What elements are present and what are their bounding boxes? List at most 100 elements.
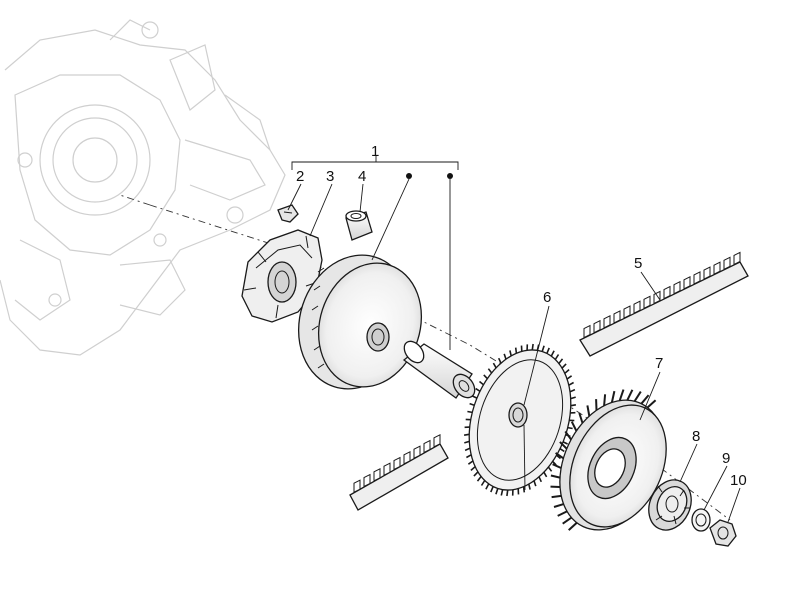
fan-blade	[562, 516, 573, 525]
gear-tooth	[509, 350, 512, 357]
callout-7: 7	[655, 355, 663, 372]
part-2-clip	[277, 204, 299, 223]
belt-tooth	[673, 280, 681, 295]
gear-tooth	[495, 488, 499, 495]
fan-blade	[552, 463, 562, 469]
gear-tooth	[476, 476, 482, 482]
belt-tooth	[353, 479, 361, 494]
part-9-washer	[691, 508, 711, 532]
part-5-drive-belt	[349, 251, 749, 511]
fan-blade	[646, 399, 657, 409]
gear-tooth	[568, 381, 574, 386]
gear-tooth	[503, 353, 507, 360]
gear-tooth	[569, 388, 576, 393]
belt-tooth	[433, 433, 441, 448]
gear-tooth	[570, 396, 576, 400]
fan-blade	[557, 510, 568, 517]
gear-tooth	[566, 375, 573, 380]
fan-blade	[633, 391, 642, 402]
gear-tooth	[475, 387, 481, 392]
gear-tooth	[490, 486, 494, 493]
fan-blade	[603, 394, 607, 406]
variator-pulley	[297, 254, 423, 390]
belt-tooth	[413, 445, 421, 460]
fan-blade	[610, 390, 616, 403]
fan-blade	[618, 389, 625, 401]
callout-6: 6	[543, 289, 551, 306]
gear-tooth	[472, 395, 478, 399]
gear-tooth	[485, 483, 490, 490]
bracket-dot-right	[447, 173, 453, 179]
belt-tooth	[613, 310, 621, 324]
gear-tooth	[522, 486, 526, 493]
belt-tooth	[393, 456, 401, 471]
gear-tooth	[561, 363, 567, 369]
fan-blade	[626, 389, 634, 401]
fan-blade	[559, 441, 568, 450]
belt-tooth	[723, 256, 731, 271]
gear-tooth	[528, 483, 531, 490]
gear-tooth	[556, 454, 561, 460]
gear-tooth	[500, 489, 504, 496]
belt-tooth	[703, 266, 711, 280]
gear-tooth	[473, 471, 479, 477]
callout-labels: 1 2 3 4 5 6 7 8 9 10	[296, 143, 747, 489]
gear-tooth	[483, 374, 488, 380]
gear-tooth	[547, 466, 553, 472]
gear-tooth	[470, 466, 476, 472]
belt-tooth	[643, 295, 651, 310]
gear-tooth	[480, 480, 486, 486]
callout-3: 3	[326, 168, 334, 185]
callout-1-bracket	[291, 155, 459, 350]
callout-4: 4	[358, 168, 366, 185]
gear-tooth	[562, 441, 568, 445]
belt-tooth	[403, 450, 411, 465]
gear-tooth	[464, 447, 471, 452]
callout-9: 9	[722, 450, 730, 467]
belt-tooth	[633, 300, 641, 315]
gear-tooth	[543, 471, 548, 478]
fan-blade	[586, 405, 591, 417]
gear-tooth	[554, 354, 560, 360]
callout-1: 1	[371, 143, 379, 160]
part-6-starter-gear	[463, 343, 577, 497]
belt-tooth	[583, 324, 591, 339]
fan-blade	[564, 430, 572, 441]
gear-tooth	[467, 460, 474, 465]
gear-tooth	[533, 480, 537, 487]
gear-tooth	[466, 454, 472, 459]
callout-10: 10	[730, 472, 747, 489]
gear-tooth	[467, 410, 473, 414]
gear-tooth	[570, 404, 577, 407]
part-4-bush	[345, 210, 373, 241]
gear-tooth	[497, 357, 502, 364]
belt-tooth	[423, 439, 431, 454]
gear-tooth	[567, 426, 573, 430]
belt-tooth	[663, 285, 671, 300]
gear-tooth	[514, 347, 518, 354]
engine-housing-outline	[0, 19, 286, 356]
callout-8: 8	[692, 428, 700, 445]
gear-tooth	[479, 380, 484, 386]
belt-tooth	[593, 319, 601, 334]
belt-upper-segment	[579, 251, 749, 357]
belt-tooth	[363, 473, 371, 488]
leader-lines	[287, 183, 741, 523]
belt-tooth	[653, 290, 661, 305]
fan-blade	[555, 452, 564, 460]
belt-tooth	[713, 261, 721, 276]
belt-tooth	[603, 314, 611, 329]
belt-tooth	[683, 275, 691, 290]
belt-tooth	[373, 467, 381, 482]
gear-tooth	[506, 489, 509, 497]
gear-tooth	[550, 350, 555, 357]
fan-blade	[553, 503, 564, 508]
gear-tooth	[546, 347, 550, 354]
fan-blade	[551, 494, 562, 499]
fan-blade	[578, 412, 584, 424]
gear-tooth	[464, 440, 470, 444]
fan-blade	[570, 421, 578, 432]
belt-tooth	[383, 462, 391, 477]
